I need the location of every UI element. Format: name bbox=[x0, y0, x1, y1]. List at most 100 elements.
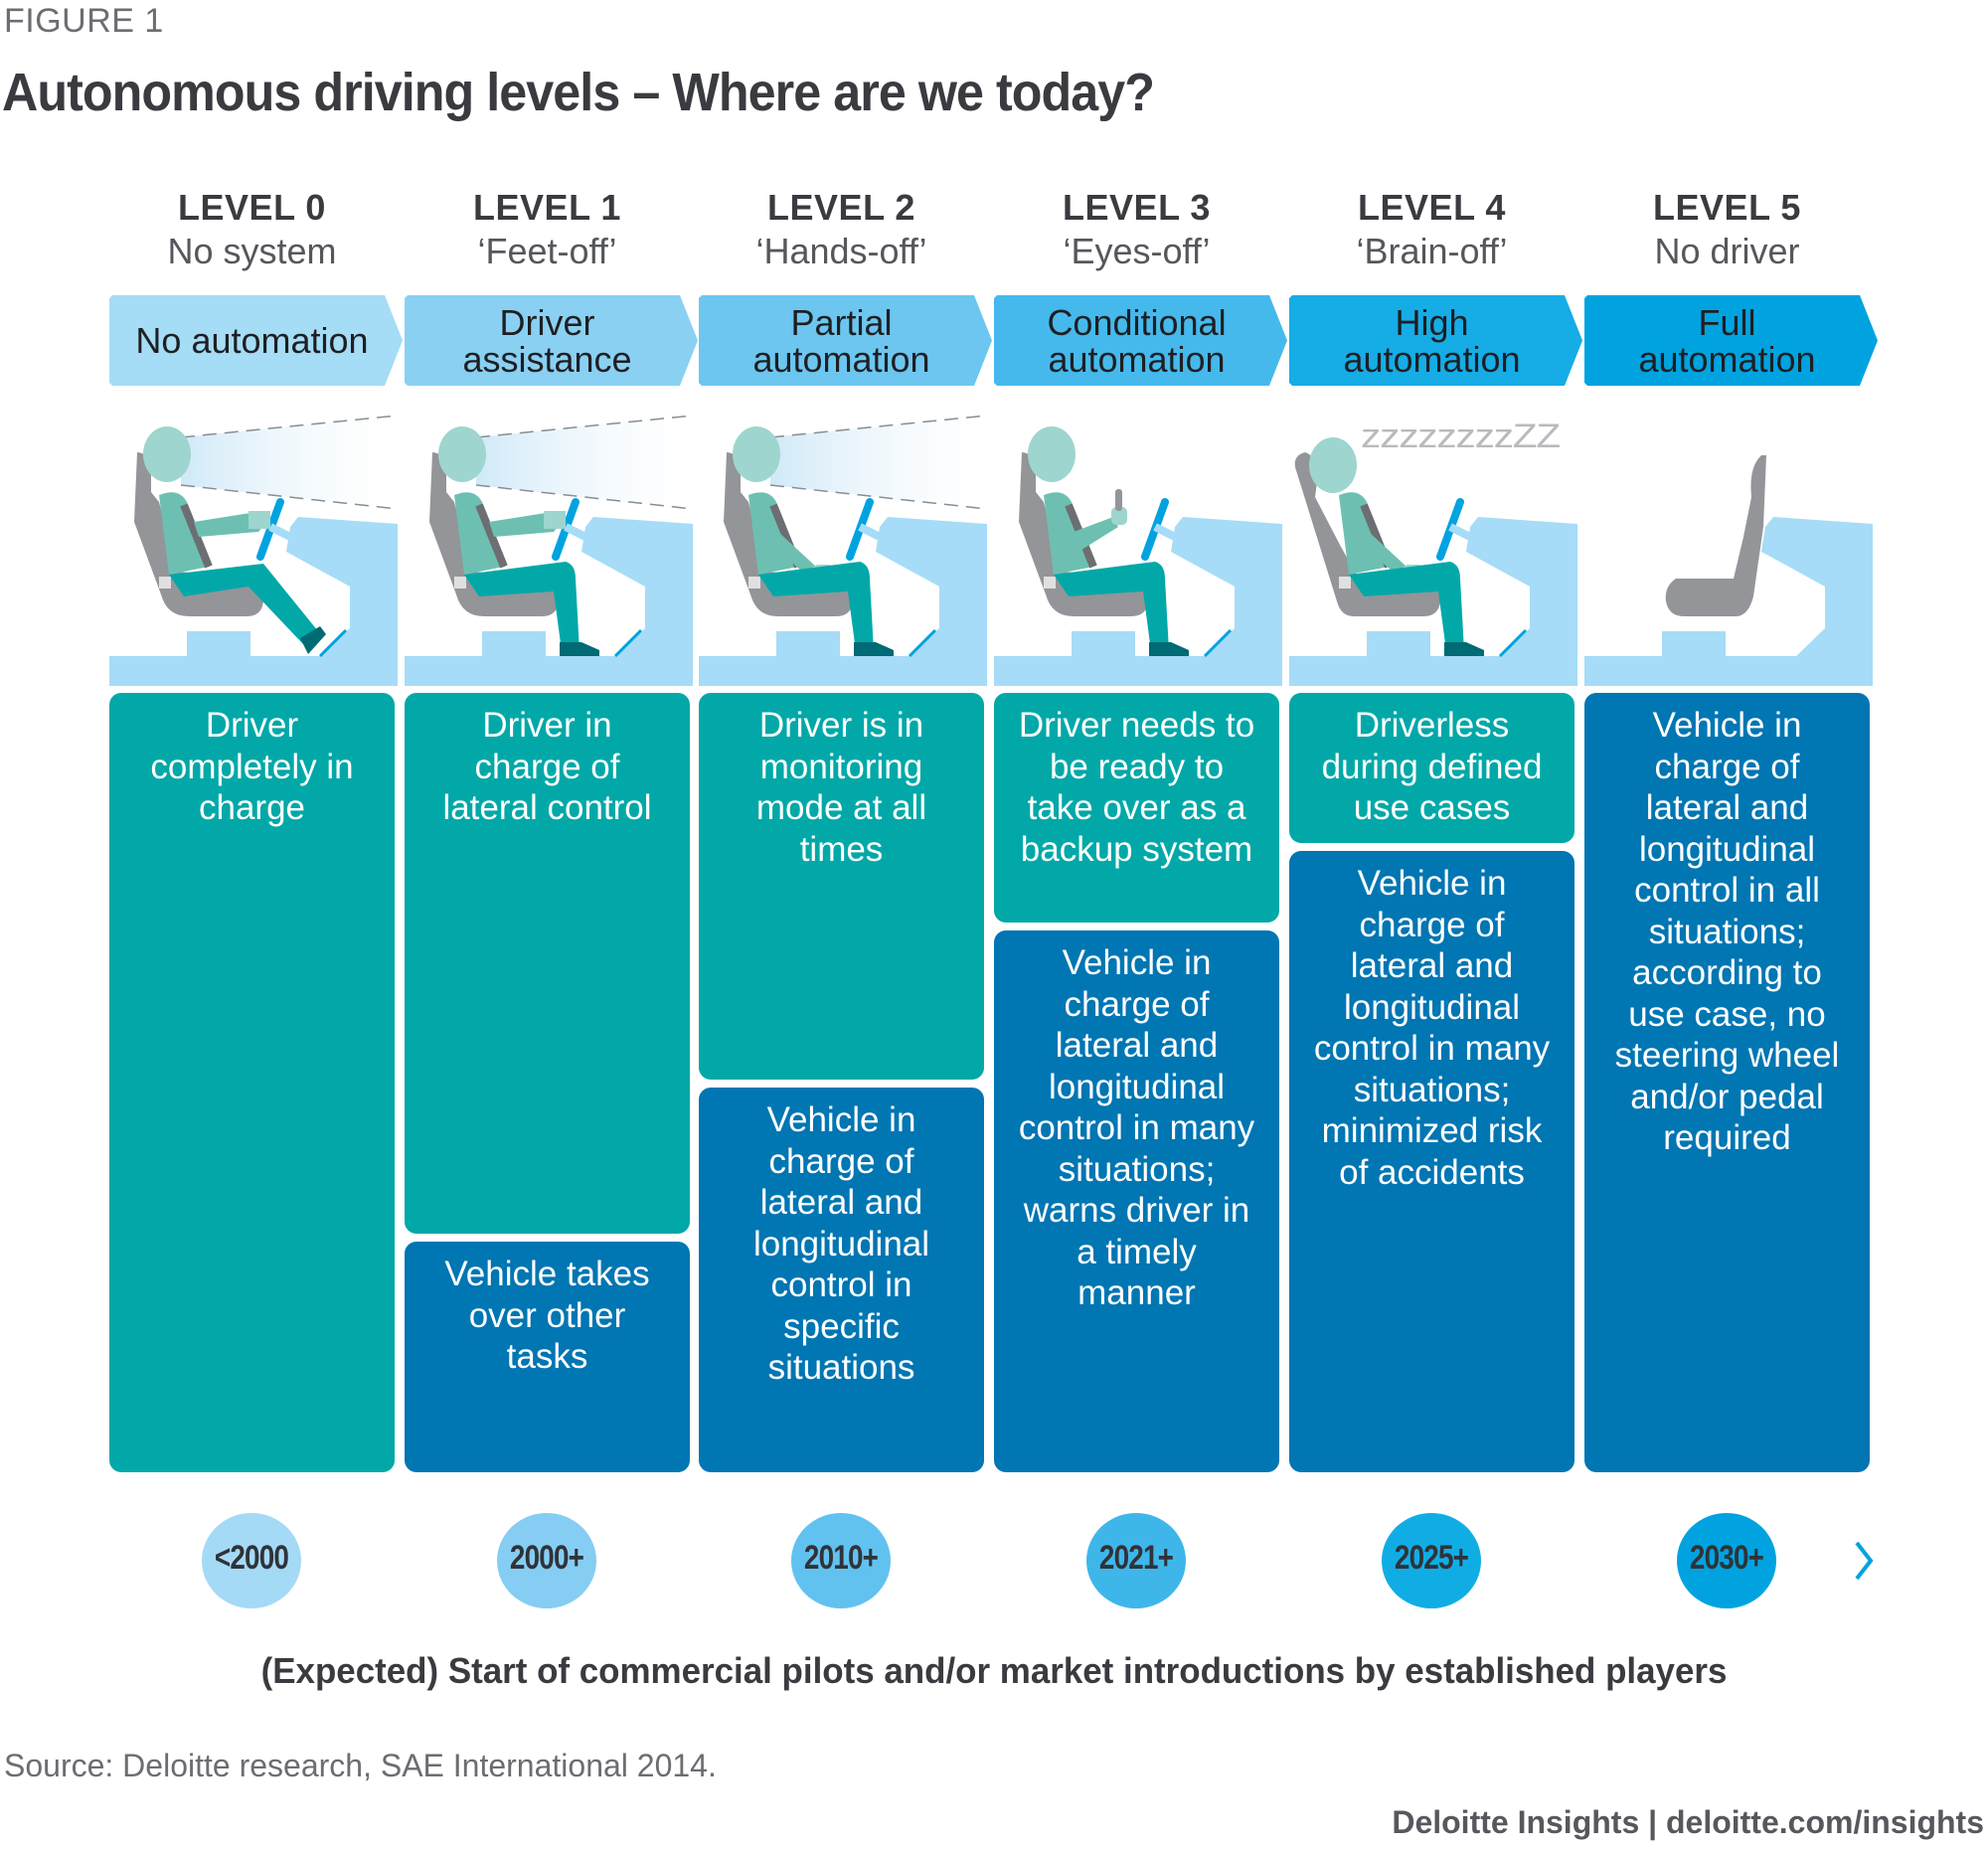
chevron-arrow-icon bbox=[699, 295, 992, 386]
dashboard bbox=[1761, 517, 1873, 661]
gaze-cone bbox=[476, 416, 693, 509]
seat bbox=[1019, 452, 1148, 616]
seat bbox=[724, 452, 853, 616]
driver-card: Driver completely in charge bbox=[109, 693, 395, 1472]
automation-chevron: Full automation bbox=[1584, 295, 1880, 386]
automation-label: Driver assistance bbox=[462, 301, 632, 380]
driver-legs bbox=[169, 564, 318, 644]
dashboard bbox=[1466, 517, 1577, 661]
automation-chevron: Partial automation bbox=[699, 295, 994, 386]
automation-label: Conditional automation bbox=[1047, 301, 1227, 380]
source-note: Source: Deloitte research, SAE Internati… bbox=[4, 1748, 717, 1783]
driver-seated-hands-off-eyes-on-road-icon bbox=[699, 415, 988, 686]
vehicle-card: Vehicle in charge of lateral and longitu… bbox=[994, 930, 1279, 1472]
pedal bbox=[1203, 628, 1233, 658]
illustration bbox=[699, 408, 988, 686]
timeline-year-label: 2021+ bbox=[1098, 1539, 1174, 1577]
pedal bbox=[318, 628, 348, 658]
seat bbox=[134, 452, 263, 616]
driver-torso bbox=[454, 492, 504, 575]
seat bbox=[429, 452, 559, 616]
driver-legs bbox=[1054, 562, 1169, 651]
driver-card: Driver needs to be ready to take over as… bbox=[994, 693, 1279, 923]
dashboard bbox=[876, 517, 987, 661]
figure-label: FIGURE 1 bbox=[4, 2, 164, 40]
level-nickname: No driver bbox=[1654, 231, 1800, 271]
dashboard bbox=[286, 517, 398, 661]
seat bbox=[1294, 452, 1440, 616]
driver-head bbox=[438, 426, 486, 482]
driver-legs bbox=[758, 562, 874, 651]
illustration bbox=[405, 408, 694, 686]
empty-seat-no-wheel-icon bbox=[1584, 455, 1873, 686]
illustration bbox=[109, 408, 399, 686]
automation-chevron: No automation bbox=[109, 295, 405, 386]
driver-head bbox=[143, 426, 191, 482]
illustration bbox=[1584, 408, 1873, 686]
automation-label: No automation bbox=[135, 320, 369, 361]
illustration: zzzzzzzzZZ bbox=[1289, 408, 1577, 686]
chevron-arrow-icon bbox=[109, 295, 403, 386]
level-nickname: ‘Brain-off’ bbox=[1356, 231, 1508, 271]
level-nickname: ‘Hands-off’ bbox=[755, 231, 927, 271]
figure-title: Autonomous driving levels – Where are we… bbox=[2, 63, 1155, 122]
driver-sleeping-icon: zzzzzzzzZZ bbox=[1289, 418, 1577, 686]
pedal bbox=[1498, 628, 1528, 658]
gaze-cone bbox=[770, 416, 987, 509]
pedal bbox=[908, 628, 937, 658]
vehicle-card: Vehicle takes over other tasks bbox=[405, 1242, 690, 1472]
timeline-year-label: <2000 bbox=[214, 1539, 289, 1577]
automation-label: High automation bbox=[1343, 301, 1521, 380]
level-heading: LEVEL 5 bbox=[1653, 187, 1801, 228]
driver-card: Driverless during defined use cases bbox=[1289, 693, 1574, 843]
level-heading: LEVEL 4 bbox=[1358, 187, 1506, 228]
timeline-year-marker bbox=[1677, 1513, 1776, 1608]
timeline-year-label: 2030+ bbox=[1689, 1539, 1764, 1577]
automation-chevron: Driver assistance bbox=[405, 295, 700, 386]
seat bbox=[1665, 455, 1766, 616]
automation-label: Full automation bbox=[1638, 301, 1816, 380]
driver-card: Driver in charge of lateral control bbox=[405, 693, 690, 1234]
timeline bbox=[108, 1513, 1874, 1608]
timeline-year-marker bbox=[1382, 1513, 1481, 1608]
timeline-year-marker bbox=[1086, 1513, 1186, 1608]
level-heading: LEVEL 1 bbox=[473, 187, 621, 228]
gaze-cone bbox=[181, 416, 398, 509]
driver-seated-looking-at-phone-icon bbox=[994, 426, 1282, 686]
pedal bbox=[613, 628, 643, 658]
sleep-zzz: zzzzzzzzZZ bbox=[1361, 418, 1560, 455]
level-heading: LEVEL 0 bbox=[178, 187, 326, 228]
driver-seated-hands-on-wheel-feet-off-eyes-on-road-icon bbox=[405, 415, 694, 686]
level-nickname: ‘Feet-off’ bbox=[477, 231, 617, 271]
automation-chevron: High automation bbox=[1289, 295, 1584, 386]
chevron-arrow-icon bbox=[405, 295, 698, 386]
automation-label: Partial automation bbox=[752, 301, 930, 380]
vehicle-card: Vehicle in charge of lateral and longitu… bbox=[699, 1088, 984, 1472]
driver-torso bbox=[1044, 492, 1093, 575]
illustration bbox=[994, 408, 1282, 686]
dashboard bbox=[581, 517, 693, 661]
chevron-arrow-icon bbox=[1289, 295, 1582, 386]
driver-card: Driver is in monitoring mode at all time… bbox=[699, 693, 984, 1080]
driver-head bbox=[1028, 426, 1076, 482]
credit-link[interactable]: Deloitte Insights | deloitte.com/insight… bbox=[1392, 1804, 1984, 1840]
level-heading: LEVEL 3 bbox=[1063, 187, 1211, 228]
automation-chevron: Conditional automation bbox=[994, 295, 1289, 386]
driver-torso bbox=[159, 492, 209, 575]
timeline-year-marker bbox=[202, 1513, 301, 1608]
timeline-year-label: 2025+ bbox=[1394, 1539, 1469, 1577]
timeline-year-marker bbox=[497, 1513, 596, 1608]
timeline-arrow-icon bbox=[1855, 1541, 1874, 1581]
level-heading: LEVEL 2 bbox=[767, 187, 915, 228]
timeline-year-label: 2010+ bbox=[803, 1539, 879, 1577]
timeline-caption: (Expected) Start of commercial pilots an… bbox=[260, 1650, 1728, 1691]
vehicle-card: Vehicle in charge of lateral and longitu… bbox=[1584, 693, 1870, 1472]
vehicle-card: Vehicle in charge of lateral and longitu… bbox=[1289, 851, 1574, 1472]
chevron-arrow-icon bbox=[1584, 295, 1878, 386]
level-nickname: ‘Eyes-off’ bbox=[1063, 231, 1211, 271]
dashboard bbox=[1171, 517, 1282, 661]
level-nickname: No system bbox=[167, 231, 337, 271]
timeline-year-label: 2000+ bbox=[509, 1539, 584, 1577]
timeline-year-marker bbox=[791, 1513, 891, 1608]
driver-head bbox=[733, 426, 780, 482]
